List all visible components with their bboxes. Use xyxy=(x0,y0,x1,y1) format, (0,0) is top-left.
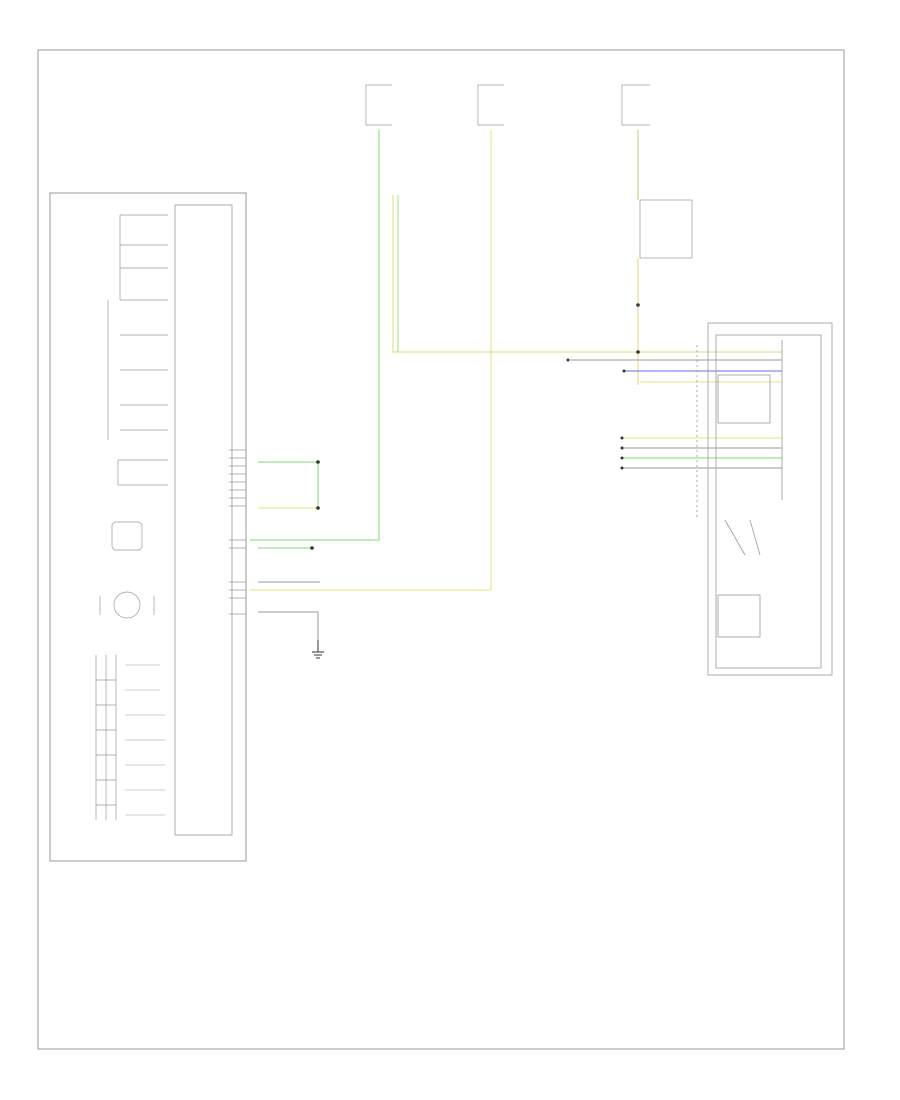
ground-symbol xyxy=(312,640,324,659)
wire-yellow-1 xyxy=(392,195,782,353)
shift-lock-box xyxy=(639,199,693,259)
shifter-module xyxy=(696,322,833,676)
fuse-group xyxy=(365,84,650,126)
wire-yellow-2 xyxy=(250,130,492,591)
wire-tcm-a xyxy=(258,461,319,508)
splice-points xyxy=(310,303,640,550)
wires xyxy=(250,130,782,640)
wire-tcm-e xyxy=(258,611,319,640)
tcm-module xyxy=(49,192,247,862)
wire-green-1 xyxy=(250,130,380,541)
diagram-frame xyxy=(37,49,845,1050)
